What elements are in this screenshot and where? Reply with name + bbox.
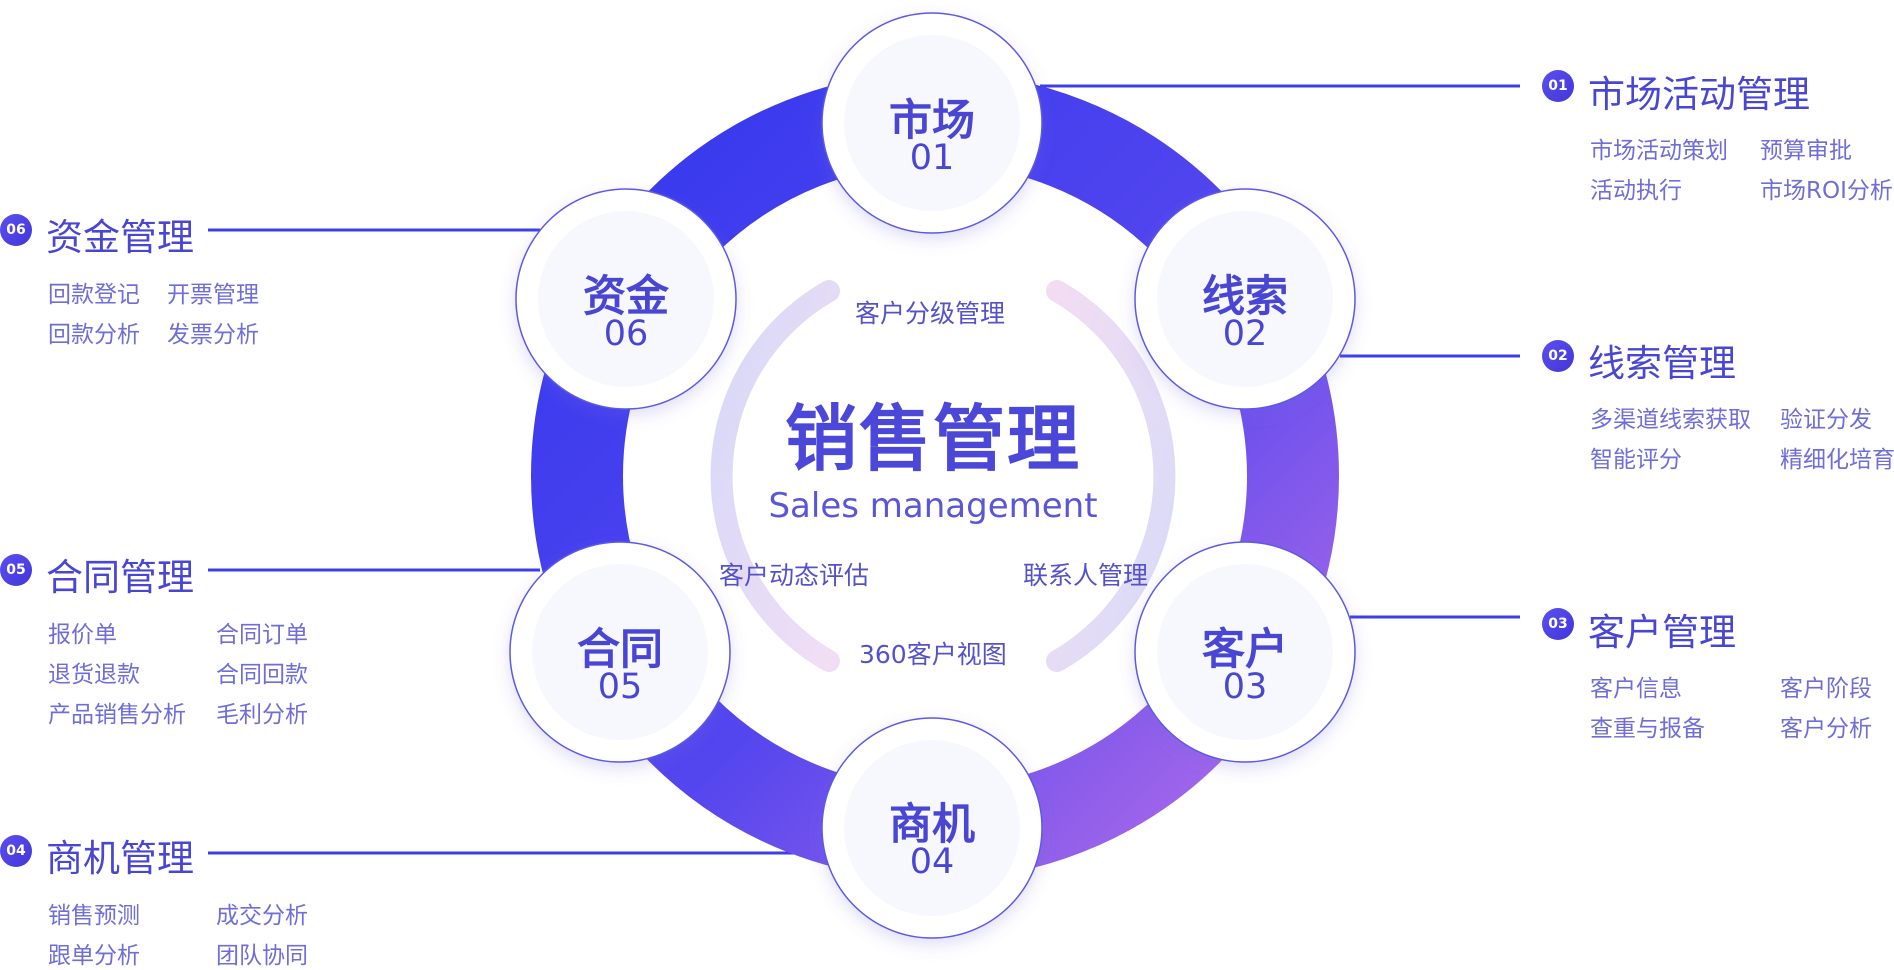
node-circle-01 (821, 12, 1043, 234)
capability-item: 验证分发 (1780, 407, 1872, 433)
center-subtitle: Sales management (768, 486, 1098, 526)
inner-label-bottom: 360客户视图 (859, 640, 1007, 669)
capability-item: 查重与报备 (1590, 716, 1705, 742)
capability-item: 成交分析 (216, 903, 308, 929)
capability-item: 报价单 (48, 622, 117, 648)
node-circle-02 (1134, 188, 1356, 410)
center-title: 销售管理 (784, 397, 1081, 481)
capability-item: 开票管理 (167, 282, 259, 308)
node-number-04: 04 (909, 842, 955, 882)
node-circle-04 (821, 717, 1043, 939)
node-title-01: 市场 (889, 96, 975, 146)
badge-05: 05 (0, 554, 32, 586)
inner-label-right: 联系人管理 (1023, 561, 1149, 590)
capability-item: 预算审批 (1760, 138, 1852, 164)
capability-title-03: 客户管理 (1588, 611, 1736, 654)
capability-item: 回款分析 (48, 322, 140, 348)
capability-item: 客户信息 (1590, 676, 1682, 702)
node-number-01: 01 (909, 138, 955, 178)
capability-item: 合同回款 (216, 662, 308, 688)
node-number-03: 03 (1222, 667, 1268, 707)
badge-01: 01 (1542, 70, 1574, 102)
capability-item: 客户阶段 (1780, 676, 1872, 702)
capability-item: 产品销售分析 (48, 702, 186, 728)
capability-item: 团队协同 (216, 943, 308, 969)
inner-arc-right (1046, 280, 1176, 672)
capability-title-05: 合同管理 (46, 556, 194, 599)
node-circle-06 (515, 188, 737, 410)
capability-title-01: 市场活动管理 (1588, 73, 1810, 116)
node-circle-05 (509, 541, 731, 763)
capability-title-06: 资金管理 (46, 216, 194, 259)
capability-item: 毛利分析 (216, 702, 308, 728)
capability-title-04: 商机管理 (46, 837, 194, 880)
node-title-03: 客户 (1202, 625, 1288, 675)
capability-item: 销售预测 (48, 903, 140, 929)
inner-label-left: 客户动态评估 (719, 561, 870, 590)
node-number-06: 06 (603, 314, 649, 354)
capability-item: 合同订单 (216, 622, 308, 648)
inner-label-top: 客户分级管理 (855, 299, 1006, 328)
node-title-06: 资金 (583, 272, 669, 322)
capability-item: 多渠道线索获取 (1590, 407, 1751, 433)
capability-item: 退货退款 (48, 662, 140, 688)
node-circle-03 (1134, 541, 1356, 763)
node-number-05: 05 (597, 667, 643, 707)
capability-item: 客户分析 (1780, 716, 1872, 742)
node-title-04: 商机 (889, 800, 975, 850)
badge-04: 04 (0, 835, 32, 867)
capability-title-02: 线索管理 (1588, 342, 1736, 385)
node-number-02: 02 (1222, 314, 1268, 354)
capability-item: 市场ROI分析 (1760, 178, 1893, 204)
inner-arc-left (710, 280, 840, 672)
capability-item: 智能评分 (1590, 447, 1682, 473)
capability-item: 精细化培育 (1780, 447, 1894, 473)
badge-03: 03 (1542, 608, 1574, 640)
badge-02: 02 (1542, 340, 1574, 372)
capability-item: 市场活动策划 (1590, 138, 1728, 164)
node-title-02: 线索 (1202, 272, 1288, 322)
badge-06: 06 (0, 214, 32, 246)
capability-item: 活动执行 (1590, 178, 1682, 204)
capability-item: 跟单分析 (48, 943, 140, 969)
capability-item: 回款登记 (48, 282, 140, 308)
capability-item: 发票分析 (167, 322, 259, 348)
node-title-05: 合同 (577, 625, 663, 675)
